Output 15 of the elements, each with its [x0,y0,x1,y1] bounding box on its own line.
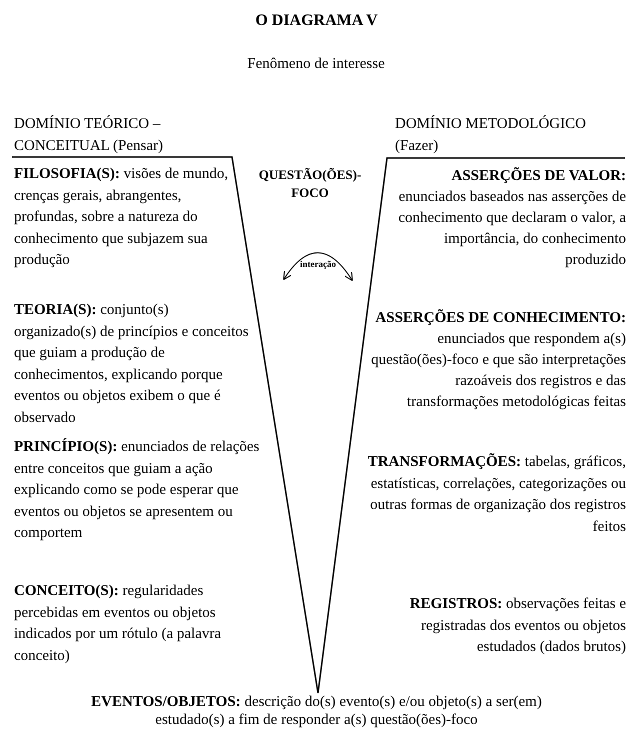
description-text: CONCEITO(S): regularidades percebidas em eventos ou objetos indicados por um rótulo (a palavra conceito) [14,582,222,666]
interaction-text: interação [299,259,337,270]
description-text: REGISTROS: observações feitas e registradas dos eventos ou objetos estudados (dados brutos) [408,595,626,657]
description-text: ASSERÇÕES DE CONHECIMENTO: enunciados que respondem a(s) questão(ões)-foco e que são interpretações razoáveis dos registros e das transformações metodológicas feitas [370,308,626,412]
diagram-title: O DIAGRAMA V [254,11,379,31]
focus-question-heading: QUESTÃO(ÕES)-FOCO [258,166,362,202]
description-text: PRINCÍPIO(S): enunciados de relações entre conceitos que guiam a ação explicando como se pode esperar que eventos ou objetos se apresentem ou comportem [14,437,260,543]
description-text: EVENTOS/OBJETOS: descrição do(s) evento(s) e/ou objeto(s) a ser(em) estudado(s) a fim de responder a(s) questão(ões)-foco [90,694,543,729]
description-text: FILOSOFIA(S): visões de mundo, crenças gerais, abrangentes, profundas, sobre a natureza do conhecimento que subjazem sua produção [14,165,230,270]
phenomenon-text: Fenômeno de interesse [246,55,386,74]
domain-heading: DOMÍNIO TEÓRICO – CONCEITUAL (Pensar) [14,114,164,156]
description-text: TRANSFORMAÇÕES: tabelas, gráficos, estatísticas, correlações, categorizações ou outras formas de organização dos registros feitos [366,452,626,536]
description-text: TEORIA(S): conjunto(s) organizado(s) de princípios e conceitos que guiam a produção de conhecimentos, explicando porque eventos ou objetos exibem o que é observado [14,301,250,428]
description-text: ASSERÇÕES DE VALOR: enunciados baseados nas asserções de conhecimento que declaram o valor, a importância, do conhecimento produzido [397,166,626,270]
domain-heading: DOMÍNIO METODOLÓGICO (Fazer) [395,114,587,156]
